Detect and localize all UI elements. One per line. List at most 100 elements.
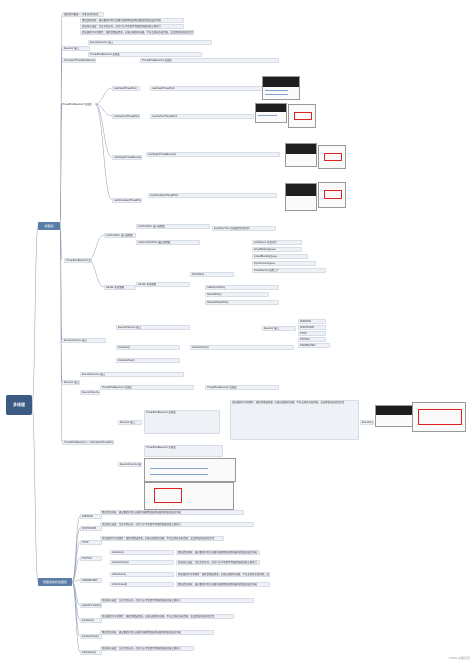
edge-b1-4 [59,225,63,261]
node-param-2-desc[interactable]: maximumPoolSize 最大线程数 [136,240,200,245]
node-state-1[interactable]: RUNNING [298,319,326,324]
edge-b2-8 [71,581,81,653]
node-top-4[interactable]: 提高线程的可管理性：线程是稀缺资源，如果无限制的创建，不仅会消耗系统资源，还会降… [80,30,194,35]
node-execute-desc[interactable]: ExecutorService 接口 [80,372,184,377]
node-factory-4-desc[interactable]: newScheduledThreadPool [148,193,277,198]
node-submit-desc[interactable]: ThreadPoolExecutor 实现类 [100,385,194,390]
node-lower-1[interactable]: RUNNING [80,514,102,519]
code-screenshot-3 [285,143,317,167]
node-params-title[interactable]: ThreadPoolExecutor 实现类 [64,258,92,263]
node-lower-5a-desc[interactable]: 提高线程的可管理性：线程是稀缺资源，如果无限制的创建，不仅会消耗系统资源，还会降… [176,572,270,577]
branch-thread-pool[interactable]: 线程池 [38,222,60,230]
node-execute[interactable]: Executor 接口 [62,380,80,385]
diagram-screenshot-1 [288,104,316,128]
node-factory-1-desc[interactable]: newFixedThreadPool [150,86,264,91]
edge-factory-3 [94,103,113,201]
node-lower-4[interactable]: TIDYING [80,556,102,561]
root-node[interactable]: 多线程 [6,395,32,415]
node-lower-4a-desc[interactable]: 降低资源消耗：通过重复利用已创建的线程降低线程创建和销毁造成的消耗 [176,550,260,555]
edge-factory-1 [94,103,113,117]
node-lower-5a[interactable]: isShutdown() [110,572,174,577]
edge-root-branch-1 [31,225,39,406]
node-exec-2[interactable]: ExecutorService 接口 [88,40,212,45]
branch-pool-state[interactable]: 线程池的状态属性 [38,578,72,586]
edge-b2-0 [71,515,81,583]
node-policy-3[interactable]: DiscardPolicy [205,292,269,297]
node-shutdownnow[interactable]: shutdownNow() [116,358,180,363]
footer-watermark: CSDN @程序员 [448,656,470,660]
node-lower-4b[interactable]: shutdownNow() [110,560,174,565]
node-lower-5[interactable]: TERMINATED [80,578,102,583]
node-param-3[interactable]: keepAliveTime 空闲线程存活时间 [212,226,276,231]
node-lower-2-desc[interactable]: 提高响应速度：当任务到达时，任务可以不需要等到线程创建就能立即执行 [100,522,254,527]
node-source-arrow[interactable]: Executor 接口 [360,420,374,425]
node-source-execute[interactable]: Executor 接口 [118,420,142,425]
node-state-4[interactable]: TIDYING [298,337,326,342]
node-factory-3-desc[interactable]: newSingleThreadExecutor [146,152,280,157]
node-exec-4[interactable]: ScheduledThreadPoolExecutor [62,58,96,63]
node-policy-1[interactable]: AbortPolicy [190,272,234,277]
diagram-screenshot-3 [318,182,346,208]
edge-b2-4 [71,579,81,583]
node-lower-2[interactable]: SHUTDOWN [80,526,102,531]
node-submit[interactable]: ExecutorService 接口 [80,390,100,395]
node-lower-8[interactable]: shutdownNow() [80,634,102,639]
node-shutdown-desc[interactable]: shutdownNow() [190,345,294,350]
node-lower-3[interactable]: STOP [80,540,102,545]
node-top-2[interactable]: 降低资源消耗：通过重复利用已创建的线程降低线程创建和销毁造成的消耗 [80,18,184,23]
node-state-desc-1[interactable]: ExecutorService 接口 [116,325,190,330]
node-factory-3[interactable]: newSingleThreadExecutor [112,155,142,160]
node-factory-2-desc[interactable]: newCachedThreadPool [150,114,254,119]
node-state-title[interactable]: ExecutorService 接口 [62,338,106,343]
edge-factory-0 [94,87,113,105]
node-param-1[interactable]: corePoolSize 核心线程数 [104,233,136,238]
node-lower-7-desc[interactable]: 提高线程的可管理性：线程是稀缺资源，如果无限制的创建，不仅会消耗系统资源，还会降… [100,614,234,619]
node-top-1[interactable]: 线程池的概述 — 池化技术的好处 [62,12,104,17]
node-lower-1-desc[interactable]: 降低资源消耗：通过重复利用已创建的线程降低线程创建和销毁造成的消耗 [100,510,244,515]
node-state-desc-2[interactable]: Executor 接口 [262,326,296,331]
node-queue-2[interactable]: LinkedBlockingQueue [252,254,308,259]
node-state-5[interactable]: TERMINATED [298,343,330,348]
node-lower-9-desc[interactable]: 提高响应速度：当任务到达时，任务可以不需要等到线程创建就能立即执行 [100,646,194,651]
node-lower-4b-desc[interactable]: 提高响应速度：当任务到达时，任务可以不需要等到线程创建就能立即执行 [176,560,260,565]
node-lower-8-desc[interactable]: 降低资源消耗：通过重复利用已创建的线程降低线程创建和销毁造成的消耗 [100,630,214,635]
node-exec-4-desc[interactable]: ThreadPoolExecutor 实现类 [140,58,279,63]
edge-b2-7 [71,581,81,637]
node-lower-5b-desc[interactable]: 降低资源消耗：通过重复利用已创建的线程降低线程创建和销毁造成的消耗 [176,582,270,587]
node-factory-4[interactable]: newScheduledThreadPool [112,198,142,203]
node-param-6[interactable]: threadFactory 线程工厂 [252,268,326,273]
node-state-3[interactable]: STOP [298,331,326,336]
code-screenshot-5 [375,405,413,427]
node-source-2[interactable]: ScheduledThreadPoolExecutor [88,440,114,445]
node-factory-2[interactable]: newCachedThreadPool [112,114,140,119]
node-source-notes[interactable]: 提高线程的可管理性：线程是稀缺资源，如果无限制的创建，不仅会消耗系统资源，还会降… [230,400,359,440]
node-lower-6[interactable]: awaitTermination() [80,603,102,608]
node-source[interactable]: ThreadPoolExecutor 实现类 [62,440,88,445]
node-lower-4a[interactable]: shutdown() [110,550,174,555]
node-param-1-desc[interactable]: corePoolSize 核心线程数 [136,224,210,229]
node-top-3[interactable]: 提高响应速度：当任务到达时，任务可以不需要等到线程创建就能立即执行 [80,24,184,29]
code-screenshot-4 [285,183,317,211]
node-submit-desc-2[interactable]: ThreadPoolExecutor 实现类 [205,385,279,390]
node-shutdown[interactable]: shutdown() [116,345,180,350]
node-param-7[interactable]: handler 拒绝策略 [104,285,136,290]
node-param-5[interactable]: workQueue 任务队列 [252,240,302,245]
node-source-code[interactable]: ThreadPoolExecutor 实现类 [144,410,220,434]
edge-param-1 [87,259,105,288]
node-lower-3-desc[interactable]: 提高线程的可管理性：线程是稀缺资源，如果无限制的创建，不仅会消耗系统资源，还会降… [100,536,224,541]
node-lower-7[interactable]: shutdown() [80,618,102,623]
node-lower-5b[interactable]: isTerminated() [110,582,174,587]
node-queue-3[interactable]: SynchronousQueue [252,261,316,266]
node-policy-2[interactable]: CallerRunsPolicy [205,285,279,290]
node-lower-6-desc[interactable]: 提高响应速度：当任务到达时，任务可以不需要等到线程创建就能立即执行 [100,598,254,603]
node-param-7-desc[interactable]: handler 拒绝策略 [136,282,190,287]
node-source-addworker-desc[interactable]: ThreadPoolExecutor 实现类 [144,445,223,457]
node-factory-1[interactable]: newFixedThreadPool [112,86,140,91]
node-exec-3[interactable]: ThreadPoolExecutor 实现类 [88,52,202,57]
node-lower-9[interactable]: isShutdown() [80,650,102,655]
node-exec-1[interactable]: Executor 接口 [62,46,90,51]
node-state-2[interactable]: SHUTDOWN [298,325,326,330]
node-policy-4[interactable]: DiscardOldestPolicy [205,300,279,305]
node-source-addworker[interactable]: ExecutorService 接口 [118,462,142,467]
node-queue-1[interactable]: ArrayBlockingQueue [252,247,302,252]
